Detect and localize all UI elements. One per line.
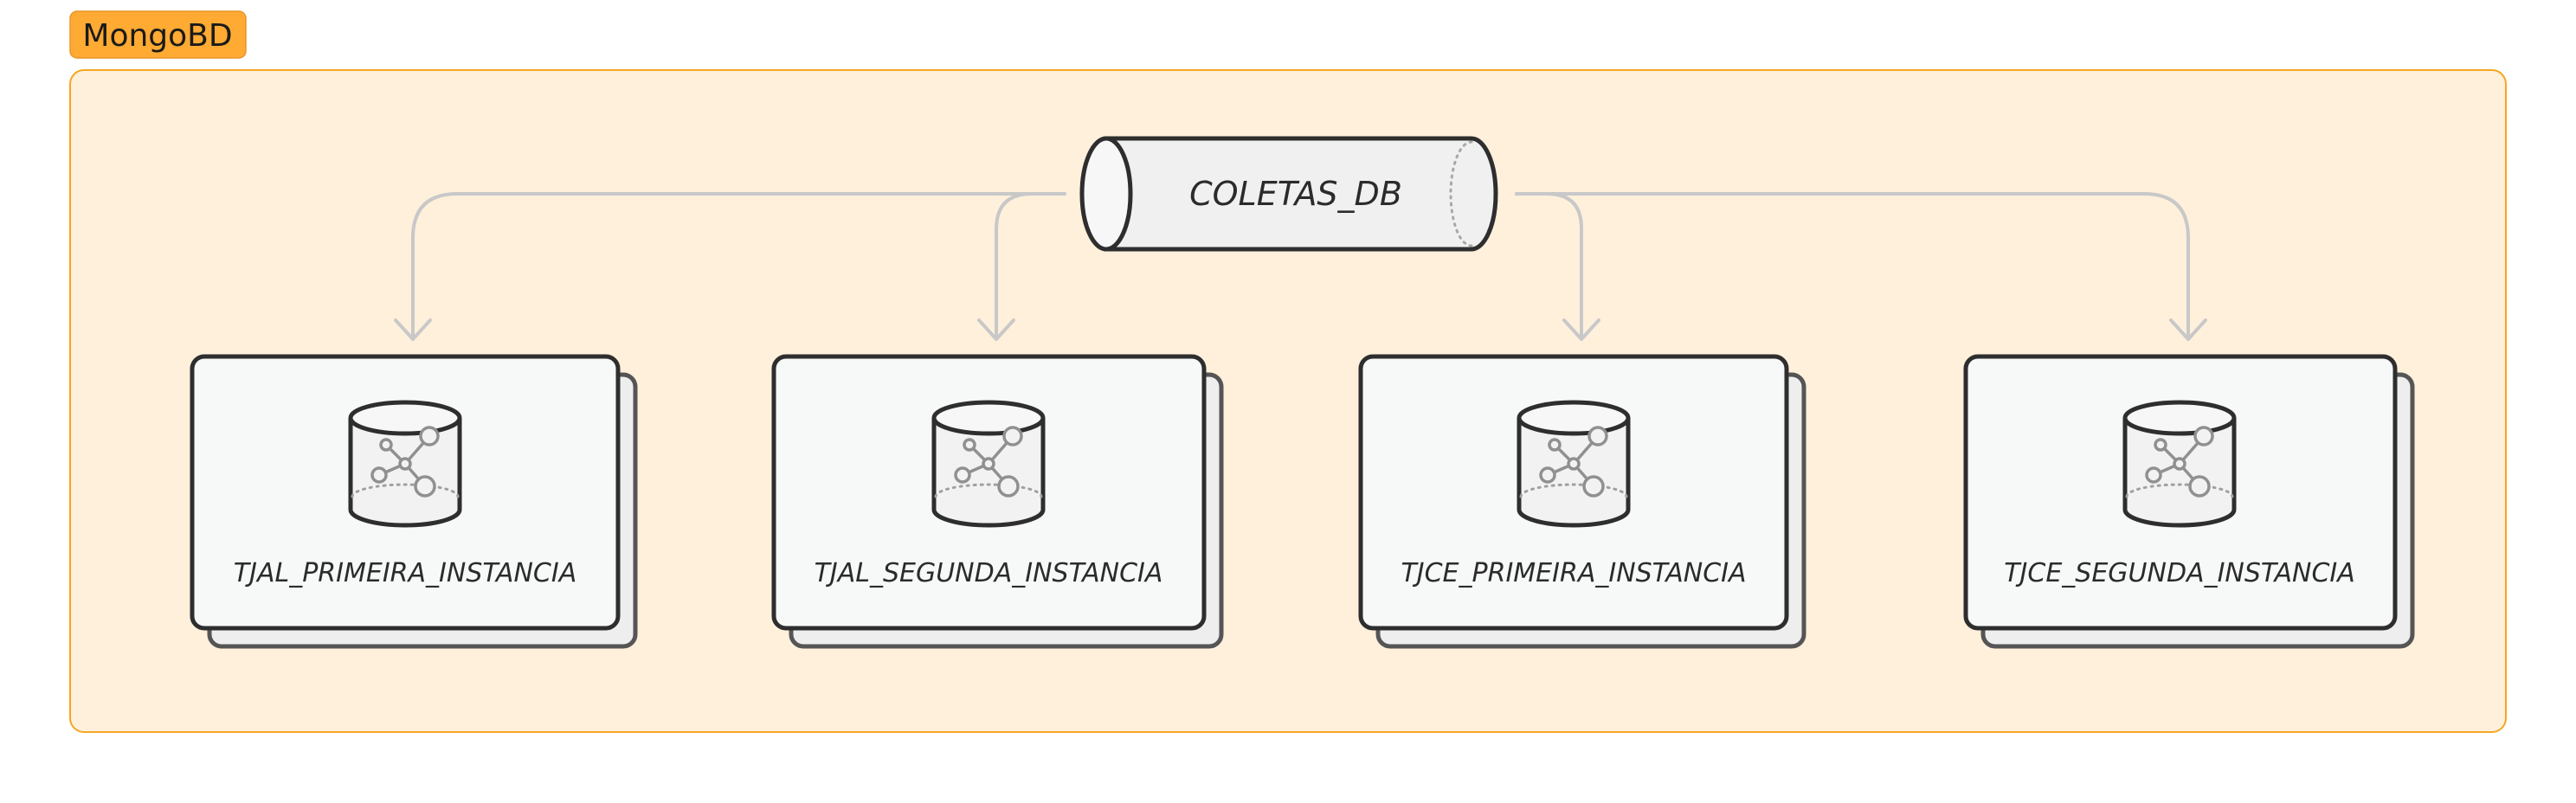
edge-root-to-collection-4 [1515, 192, 2190, 339]
mongodb-collection-icon [2122, 400, 2237, 528]
group-container [69, 69, 2507, 733]
arrowhead-2 [977, 318, 1015, 341]
group-label: MongoBD [69, 10, 247, 59]
root-database-label: COLETAS_DB [1189, 175, 1402, 213]
arrowhead-4 [2169, 318, 2207, 341]
arrowhead-1 [394, 318, 432, 341]
edge-root-to-collection-1 [411, 192, 1066, 339]
collection-label: TJAL_SEGUNDA_INSTANCIA [815, 558, 1163, 588]
mongodb-collection-icon [348, 400, 462, 528]
root-database-node[interactable]: COLETAS_DB [1079, 136, 1498, 252]
arrowhead-3 [1562, 318, 1600, 341]
collection-node-4[interactable]: TJCE_SEGUNDA_INSTANCIA [1963, 354, 2415, 649]
collection-label: TJAL_PRIMEIRA_INSTANCIA [234, 558, 576, 588]
mongodb-collection-icon [1517, 400, 1631, 528]
mongodb-group: MongoBD [69, 10, 2507, 733]
collection-node-2[interactable]: TJAL_SEGUNDA_INSTANCIA [771, 354, 1224, 649]
mongodb-collection-icon [931, 400, 1046, 528]
edges [394, 192, 2207, 341]
edge-root-to-collection-2 [995, 192, 1066, 339]
cylinder-front-cap [1079, 136, 1133, 252]
group-label-background [69, 10, 247, 59]
collection-node-1[interactable]: TJAL_PRIMEIRA_INSTANCIA [190, 354, 638, 649]
collection-label: TJCE_PRIMEIRA_INSTANCIA [1401, 558, 1746, 588]
collection-label: TJCE_SEGUNDA_INSTANCIA [2004, 558, 2355, 588]
group-label-text: MongoBD [82, 18, 232, 54]
collection-node-3[interactable]: TJCE_PRIMEIRA_INSTANCIA [1358, 354, 1806, 649]
cylinder-icon [1104, 136, 1498, 252]
